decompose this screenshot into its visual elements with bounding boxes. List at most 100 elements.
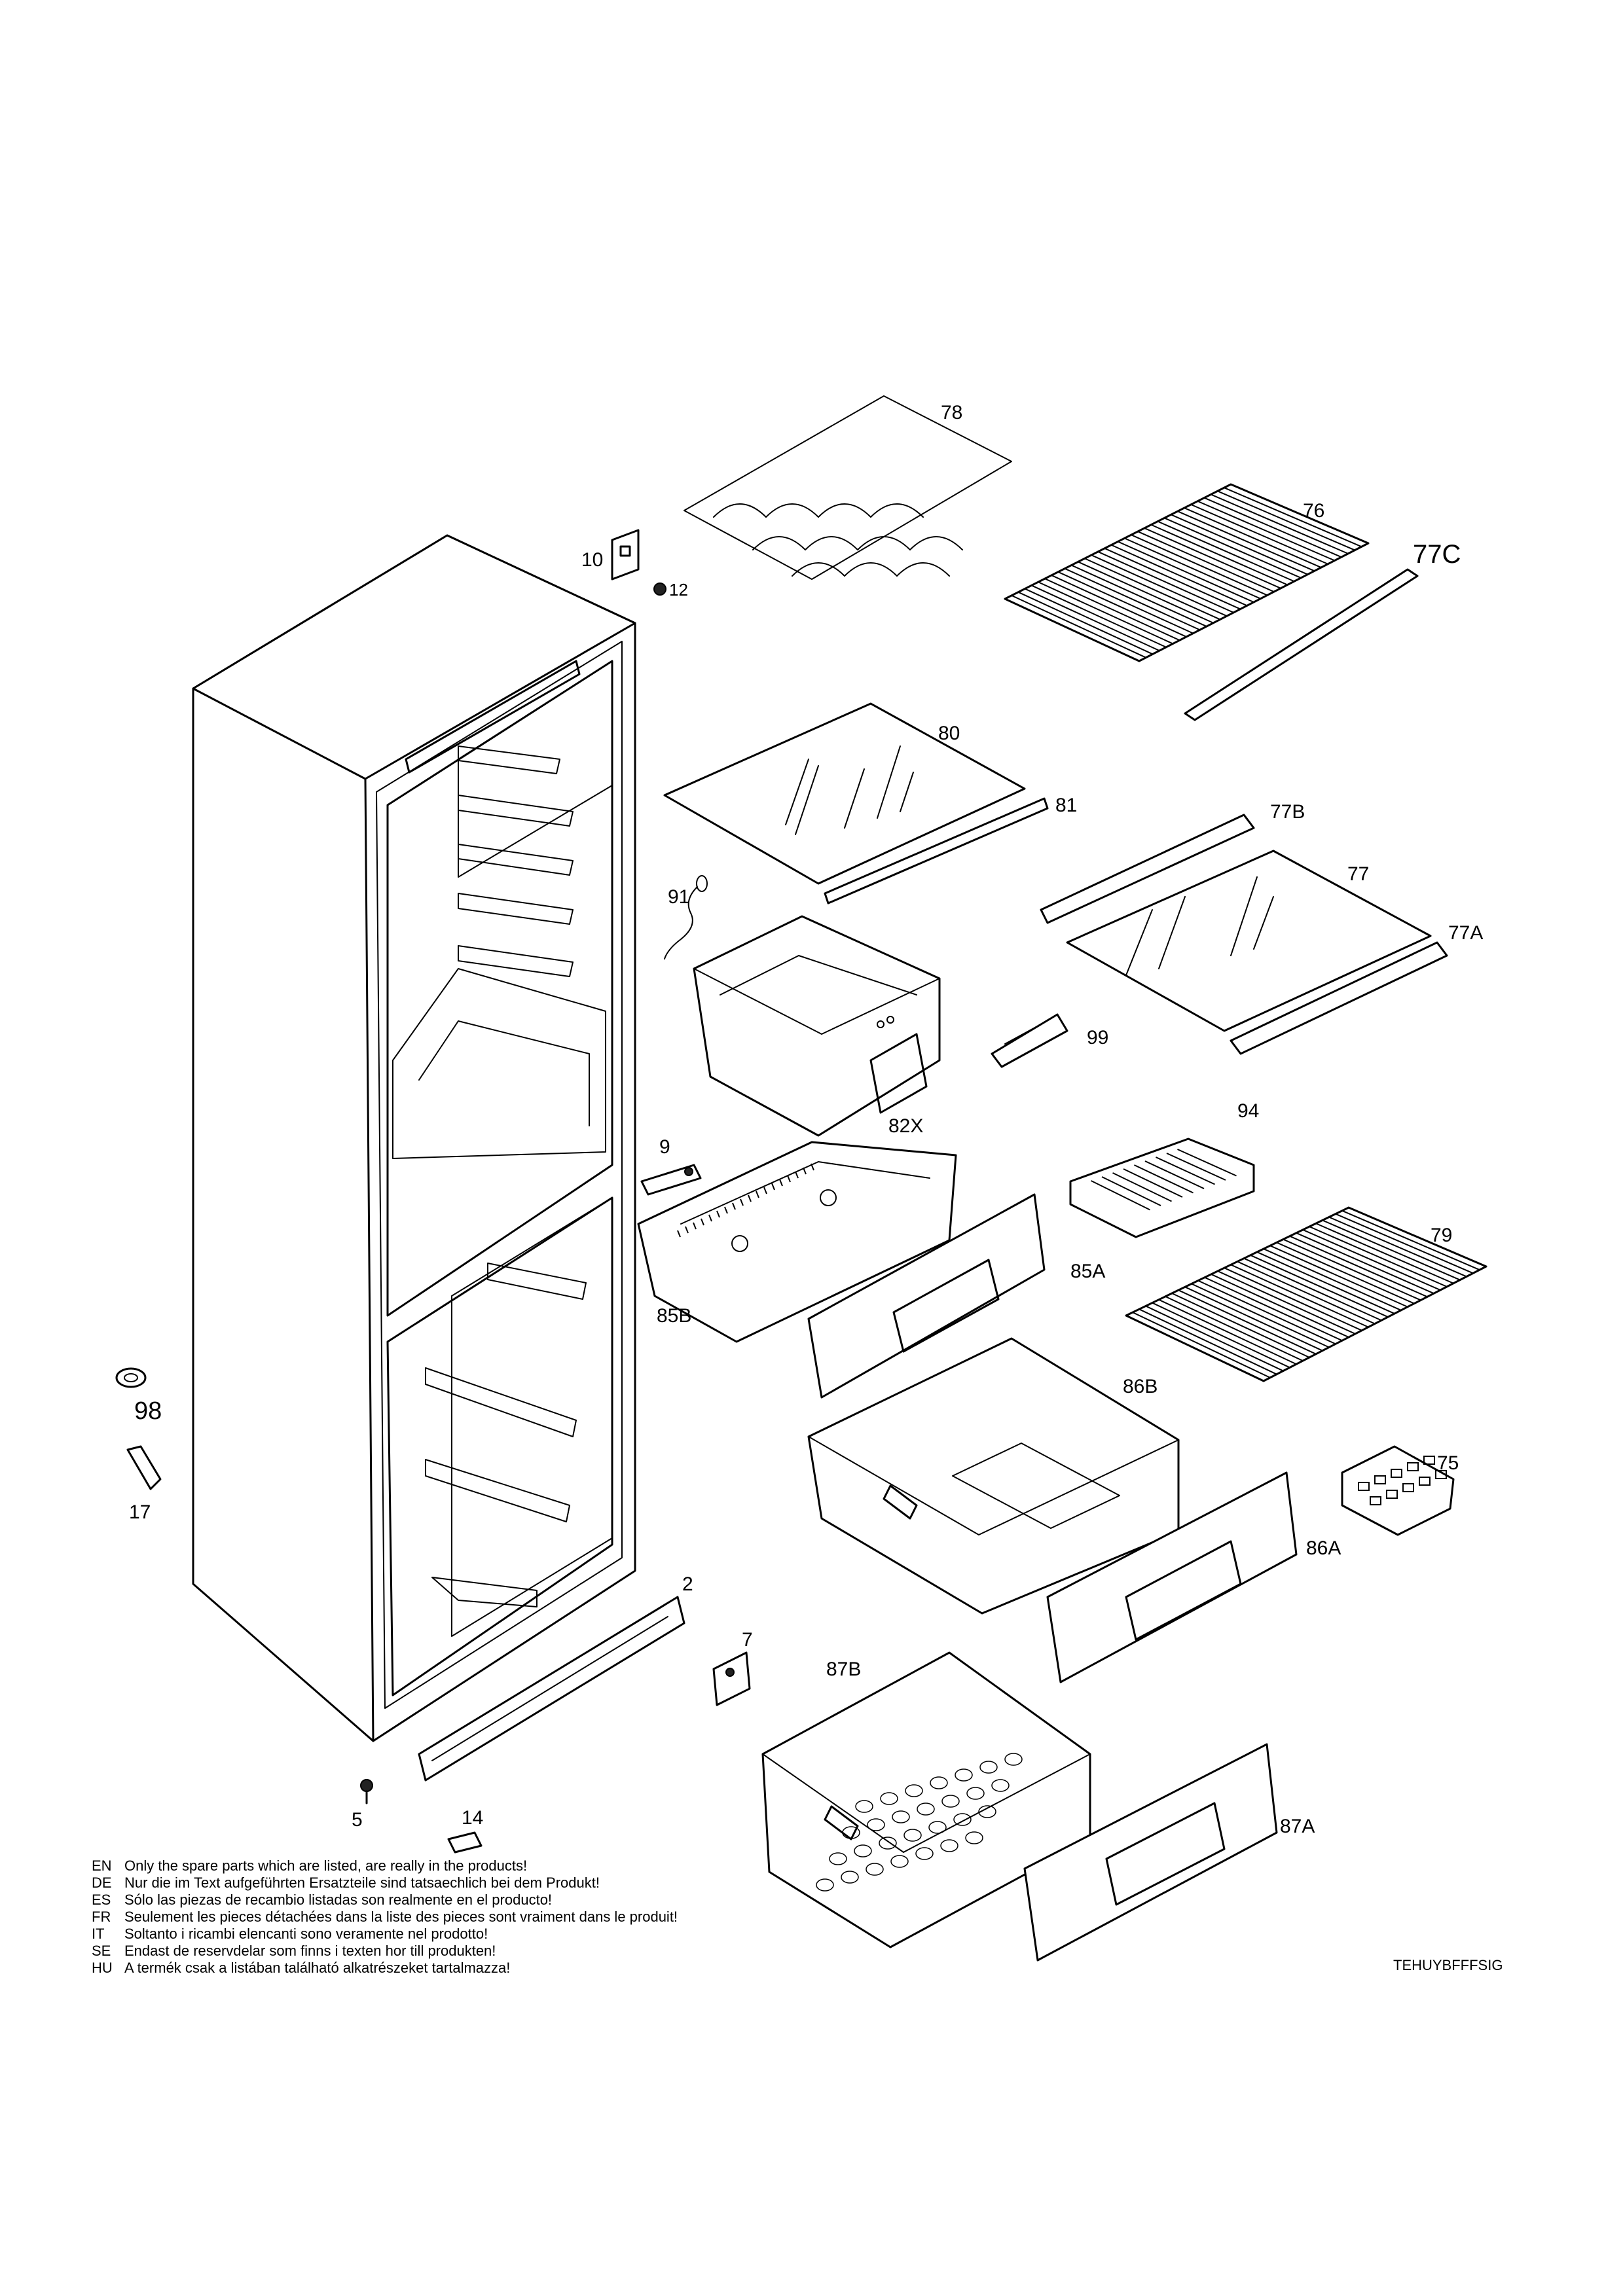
grid-wire [1177,1149,1237,1177]
part-80-glass-shelf [663,702,1026,885]
grid-wire [1144,527,1281,589]
callout-77b: 77B [1270,801,1305,823]
grid-wire [787,1175,791,1183]
grid-wire [1217,1270,1356,1335]
drawer-floor-hole [880,1792,898,1805]
callout-78: 78 [941,402,962,423]
grid-wire [1184,507,1322,568]
drawer-floor-hole [915,1847,934,1860]
grid-wire [1097,551,1234,613]
grid-wire [1276,1242,1415,1304]
ice-cube-cell [1419,1477,1431,1486]
grid-wire [1217,490,1355,551]
callout-17: 17 [129,1501,151,1523]
grid-wire [1341,1210,1480,1271]
callout-77: 77 [1347,863,1369,885]
grid-wire [1309,1226,1448,1287]
callout-86b: 86B [1123,1376,1158,1397]
grid-wire [771,1183,775,1191]
callout-86a: 86A [1306,1537,1341,1559]
grid-wire [1204,497,1342,558]
grid-wire [803,1167,807,1175]
grid-wire [1315,1223,1454,1284]
grid-wire [1197,500,1335,562]
grid-wire [1157,520,1295,583]
drawer-floor-hole [953,1813,972,1826]
grid-wire [1025,588,1160,652]
part-79-wire-shelf [1125,1206,1487,1382]
grid-wire [1051,575,1187,637]
callout-77c: 77C [1413,540,1461,569]
notice-text: Seulement les pieces détachées dans la l… [124,1909,678,1925]
grid-wire [1145,1305,1284,1372]
callout-labels: 78 76 77C 10 12 80 81 77B 77 77A 91 99 8… [129,402,1483,1837]
grid-wire [1139,1308,1277,1375]
part-91-sensor [664,875,708,960]
grid-wire [1134,1164,1194,1194]
callout-14: 14 [462,1807,483,1829]
callout-75: 75 [1437,1452,1459,1474]
grid-wire [1243,1257,1382,1321]
grid-wire [1038,581,1173,645]
grid-wire [1289,1235,1428,1298]
drawer-floor-hole [930,1776,948,1789]
grid-wire [1256,1251,1395,1314]
grid-wire [1137,531,1275,593]
grid-wire [1197,1280,1336,1345]
part-99-bracket [991,1013,1068,1068]
grid-wire [1124,537,1261,600]
ice-cube-cell [1407,1462,1419,1471]
grid-wire [1166,1153,1226,1181]
language-code: SE [92,1943,111,1959]
notice-line-de: DE Nur die im Text aufgeführten Ersatztei… [92,1874,678,1892]
callout-79: 79 [1431,1225,1452,1246]
drawer-floor-hole [941,1795,960,1808]
callout-99: 99 [1087,1027,1108,1049]
part-78-bottle-rack [684,395,1012,580]
grid-wire [1178,1289,1317,1355]
part-82x-crisper-box [693,915,941,1137]
grid-wire [1156,1157,1215,1185]
grid-wire [1071,564,1207,627]
part-76-wire-shelf [1004,483,1370,662]
language-code: DE [92,1874,112,1891]
drawer-floor-hole [978,1805,996,1818]
notice-text: Endast de reservdelar som finns i texten… [124,1943,496,1959]
part-5-foot [360,1779,373,1804]
language-code: ES [92,1892,111,1908]
grid-wire [779,1179,783,1187]
grid-wire [1171,1293,1310,1358]
drawer-floor-hole [867,1818,885,1831]
callout-80: 80 [938,723,960,744]
grid-wire [1131,534,1267,596]
callout-77a: 77A [1448,922,1483,944]
drawer-floor-hole [890,1855,909,1868]
grid-wire [763,1187,767,1194]
grid-wire [701,1218,704,1226]
grid-wire [1078,561,1214,624]
grid-wire [1084,558,1220,620]
callout-94: 94 [1237,1100,1259,1122]
grid-wire [693,1222,697,1230]
language-code: HU [92,1960,113,1976]
callout-10: 10 [581,549,603,571]
grid-wire [1091,1180,1150,1211]
drawer-floor-hole [841,1871,859,1884]
grid-wire [724,1206,728,1214]
part-17-clip [126,1445,162,1490]
grid-wire [756,1191,759,1198]
part-75-ice-tray [1341,1445,1455,1536]
callout-85b: 85B [657,1305,691,1327]
notice-text: Nur die im Text aufgeführten Ersatzteile… [124,1874,600,1891]
part-98-plug [115,1367,147,1388]
drawer-floor-hole [866,1863,884,1876]
grid-wire [716,1210,720,1218]
grid-wire [1211,1274,1349,1338]
grid-wire [1283,1238,1421,1301]
callout-87b: 87B [826,1659,861,1680]
drawer-floor-hole [955,1768,973,1782]
grid-wire [1110,544,1248,607]
